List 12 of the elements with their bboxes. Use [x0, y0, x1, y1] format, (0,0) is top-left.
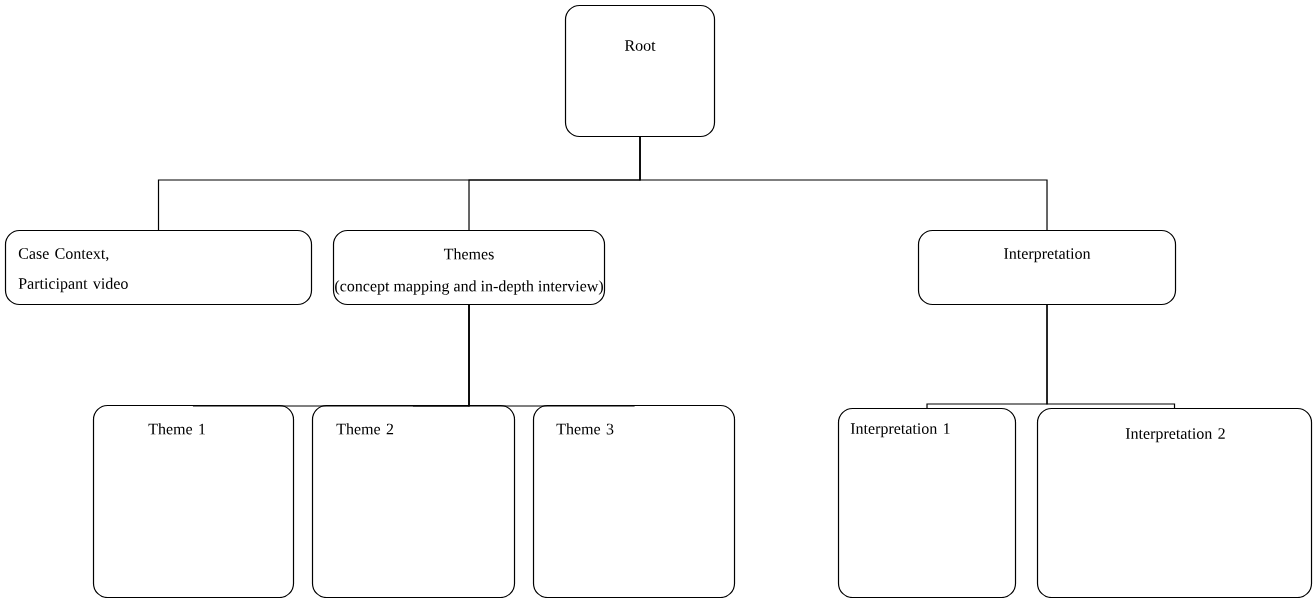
- rounded-box: Root: [564, 4, 716, 138]
- rounded-box: Case Context, Participant video: [4, 229, 313, 306]
- rounded-box: Interpretation 1: [837, 407, 1017, 598]
- rounded-box: Interpretation: [917, 229, 1177, 306]
- rounded-box: Theme 1: [92, 404, 295, 598]
- connector-line: [468, 304, 635, 407]
- connector-line: [639, 136, 1048, 231]
- rounded-box: Interpretation 2: [1036, 407, 1313, 598]
- rounded-box: Theme 3: [532, 404, 736, 598]
- rounded-box: Themes (concept mapping and in-depth interview): [332, 229, 606, 306]
- connector-line: [1046, 304, 1176, 409]
- rounded-box: Theme 2: [311, 404, 516, 598]
